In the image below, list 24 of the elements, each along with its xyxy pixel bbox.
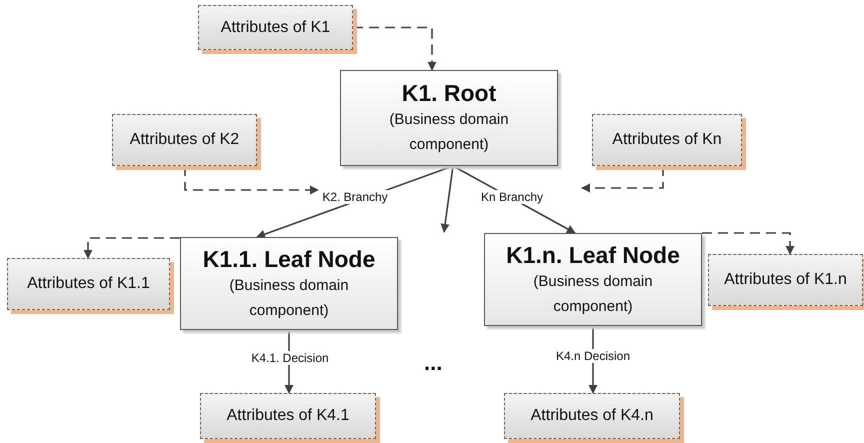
ellipsis-text: ... bbox=[424, 350, 442, 376]
attribute-label: Attributes of K4.n bbox=[530, 406, 654, 426]
component-box bbox=[340, 70, 558, 166]
attribute-label: Attributes of K1.1 bbox=[27, 274, 150, 294]
component-subtitle: (Business domain component) bbox=[388, 110, 510, 155]
attribute-label: Attributes of K2 bbox=[130, 130, 240, 150]
component-title: K1. Root bbox=[402, 79, 496, 107]
edge-label: Kn Branchy bbox=[478, 190, 546, 204]
attribute-label: Attributes of K1.n bbox=[724, 270, 847, 290]
attribute-label: Attributes of K1 bbox=[220, 18, 330, 38]
component-subtitle: (Business domain component) bbox=[228, 276, 350, 320]
component-title: K1.n. Leaf Node bbox=[506, 240, 680, 268]
edge-label: K2. Branchy bbox=[320, 190, 390, 204]
arrow bbox=[440, 166, 454, 233]
dashed-arrow bbox=[84, 237, 180, 259]
component-box bbox=[484, 233, 702, 326]
component-box bbox=[180, 237, 398, 330]
edge-label: K4.n Decision bbox=[554, 349, 632, 363]
attribute-label: Attributes of K4.1 bbox=[226, 406, 350, 426]
component-subtitle: (Business domain component) bbox=[532, 272, 654, 316]
dashed-arrow bbox=[702, 232, 794, 255]
component-title: K1.1. Leaf Node bbox=[202, 244, 376, 272]
edge-label: K4.1. Decision bbox=[249, 351, 331, 365]
attribute-label: Attributes of Kn bbox=[612, 130, 722, 150]
